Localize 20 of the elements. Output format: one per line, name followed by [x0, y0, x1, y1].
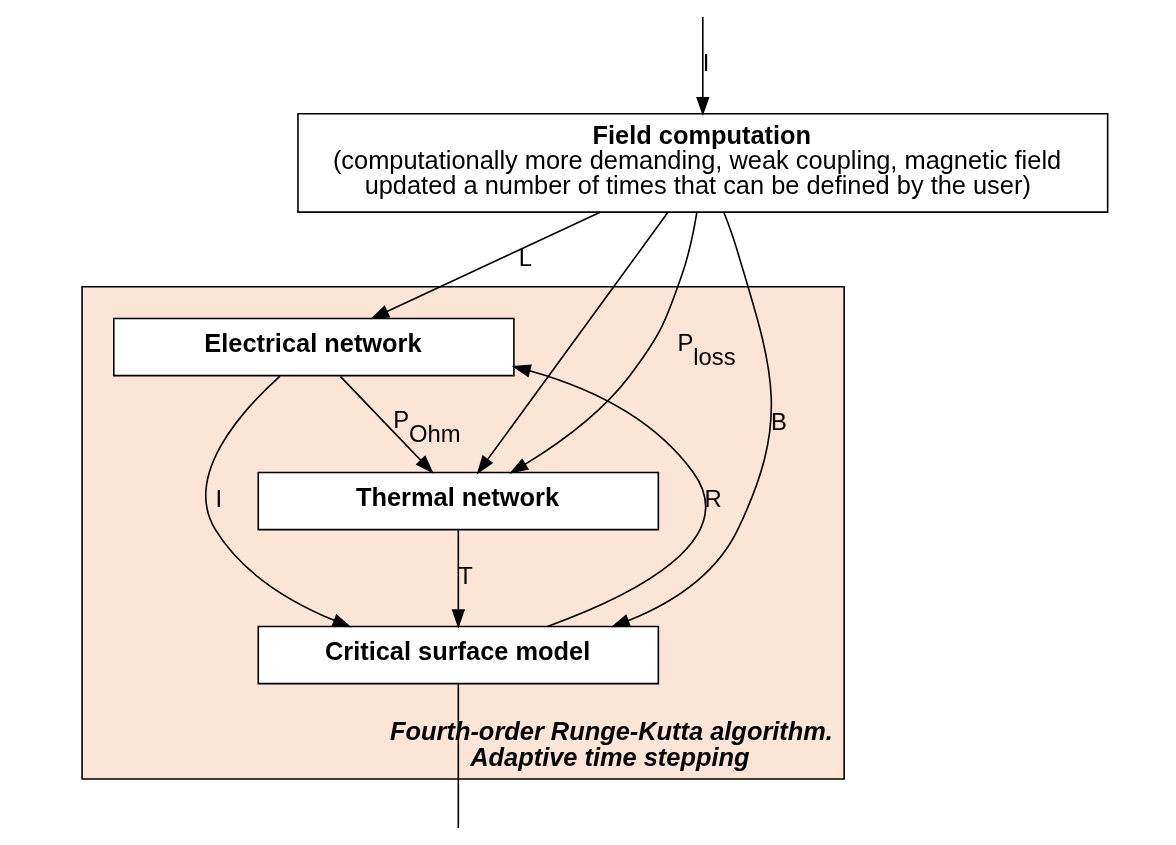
- arrow: [511, 364, 706, 628]
- edge-label: B: [770, 407, 787, 435]
- arrow: [695, 16, 709, 117]
- arrow: [339, 375, 434, 474]
- arrow: [508, 211, 698, 474]
- connector: [457, 683, 459, 829]
- arrow: [451, 529, 465, 629]
- arrow: [204, 375, 352, 628]
- edge-label: I: [214, 484, 222, 512]
- node-box: Critical surface model: [257, 625, 659, 685]
- node-box: Field computation (computationally more demanding, weak coupling, magnetic field updated a number of times that can be defined by the user): [296, 112, 1108, 213]
- edge-label: R: [703, 484, 722, 512]
- edge-label: T: [457, 561, 473, 589]
- node-box: Electrical network: [112, 317, 515, 377]
- arrow: [610, 211, 772, 628]
- edge-label: I: [702, 48, 709, 76]
- arrow: [369, 211, 601, 320]
- arrow: [476, 211, 669, 475]
- edge-label: L: [518, 244, 532, 272]
- node-box: Thermal network: [257, 471, 659, 531]
